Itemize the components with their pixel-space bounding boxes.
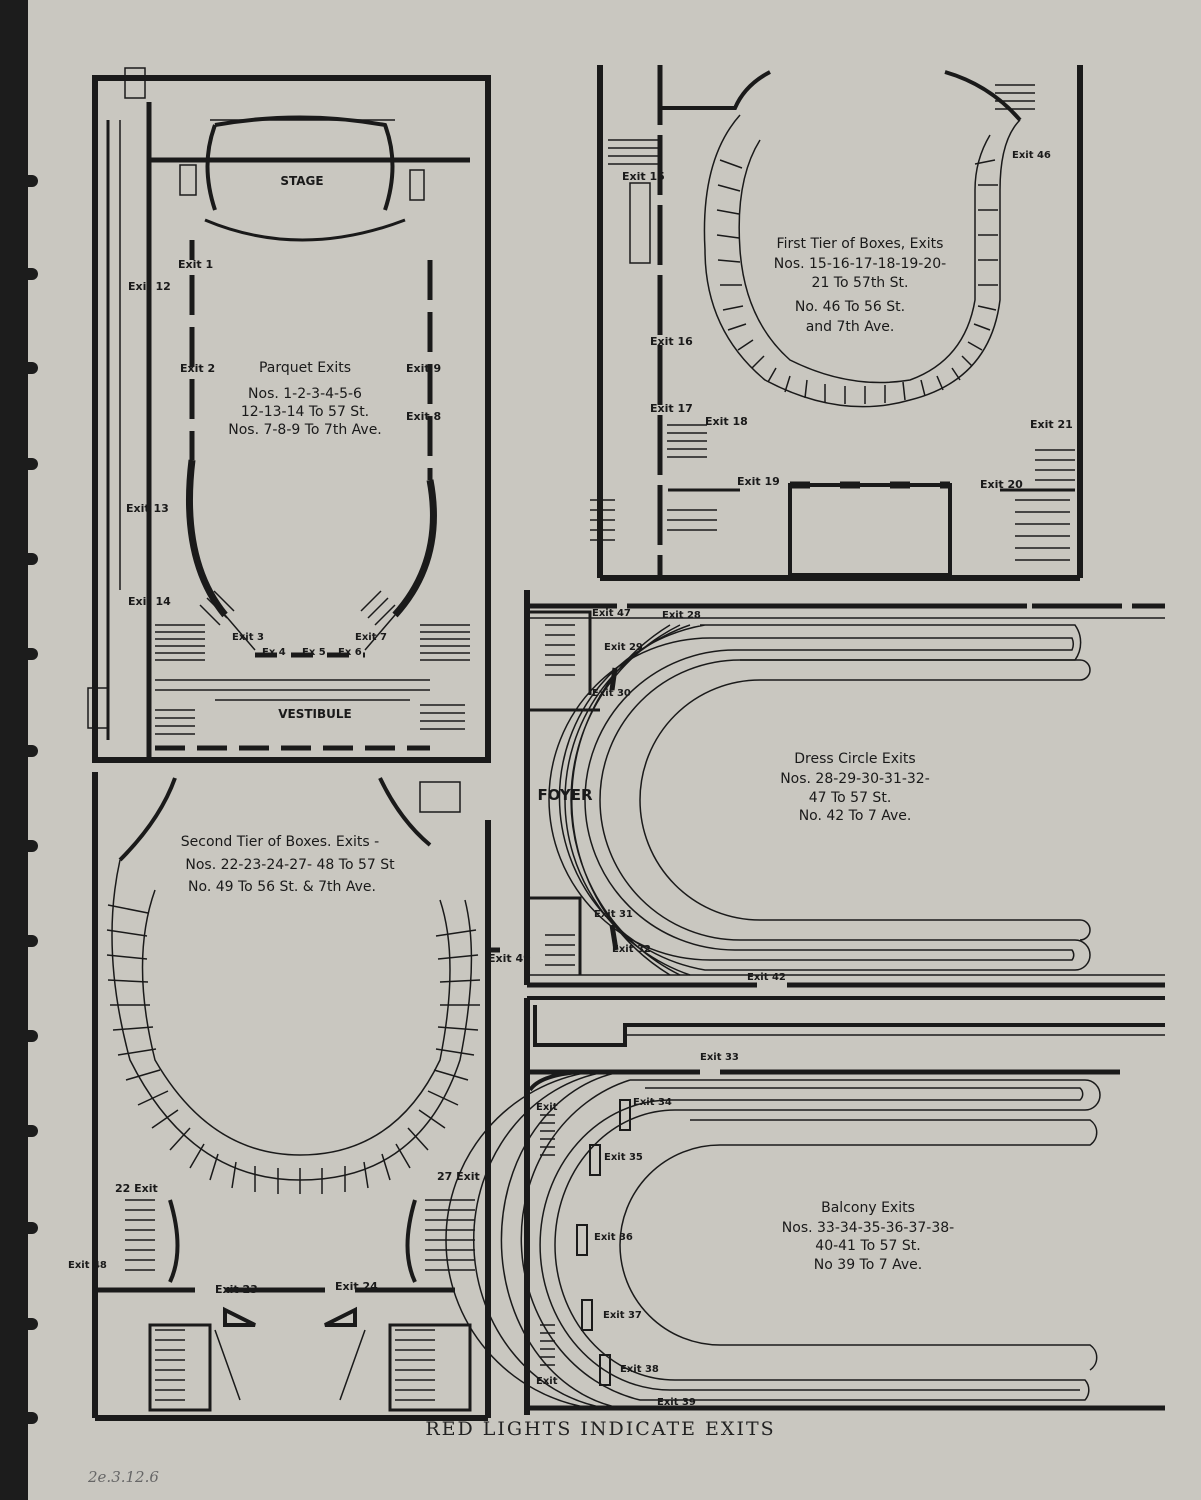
exit-label: Exit 3 bbox=[232, 632, 264, 643]
exit-label: Exit 15 bbox=[622, 170, 665, 183]
exit-label: Exit 49 bbox=[488, 952, 531, 965]
first-tier-title: First Tier of Boxes, Exits bbox=[777, 236, 944, 252]
second-tier-line: Nos. 22-23-24-27- 48 To 57 St bbox=[185, 857, 395, 873]
exit-label: Exit 12 bbox=[128, 280, 171, 293]
dress-circle-line: Nos. 28-29-30-31-32- bbox=[780, 771, 930, 787]
binding-hole bbox=[28, 648, 38, 660]
first-tier-line: 21 To 57th St. bbox=[812, 275, 909, 291]
exit-label: Exit 30 bbox=[592, 688, 631, 699]
exit-label: Exit 23 bbox=[215, 1283, 258, 1296]
exit-label: Exit 20 bbox=[980, 478, 1023, 491]
footer-caption: RED LIGHTS INDICATE EXITS bbox=[425, 1418, 776, 1440]
exit-label: Exit 42 bbox=[747, 972, 786, 983]
exit-label: Exit 38 bbox=[620, 1364, 659, 1375]
dress-circle-plan: FOYER Dress Circle Exits Nos. 28-29-30-3… bbox=[524, 590, 1165, 988]
binding-hole bbox=[28, 935, 38, 947]
balcony-line: No 39 To 7 Ave. bbox=[814, 1257, 922, 1273]
exit-label: Exit 34 bbox=[633, 1097, 672, 1108]
parquet-line: Nos. 7-8-9 To 7th Ave. bbox=[228, 422, 382, 438]
exit-label: Exit bbox=[536, 1376, 558, 1387]
balcony-plan: Balcony Exits Nos. 33-34-35-36-37-38- 40… bbox=[445, 996, 1165, 1415]
binding-hole bbox=[28, 840, 38, 852]
exit-label: Exit 32 bbox=[612, 944, 651, 955]
parquet-plan: STAGE VESTIBULE Parquet Exits Nos. 1-2-3… bbox=[87, 67, 491, 763]
first-tier-plan: First Tier of Boxes, Exits Nos. 15-16-17… bbox=[590, 65, 1083, 581]
parquet-line: 12-13-14 To 57 St. bbox=[241, 404, 369, 420]
binding-hole bbox=[28, 1222, 38, 1234]
exit-label: Exit 47 bbox=[592, 608, 631, 619]
exit-label: Exit 21 bbox=[1030, 418, 1073, 431]
binding-hole bbox=[28, 458, 38, 470]
parquet-title: Parquet Exits bbox=[259, 360, 351, 376]
exit-label: Exit 24 bbox=[335, 1280, 378, 1293]
exit-label: Exit 28 bbox=[662, 610, 701, 621]
balcony-line: 40-41 To 57 St. bbox=[815, 1238, 920, 1254]
dress-circle-line: No. 42 To 7 Ave. bbox=[799, 808, 912, 824]
exit-label: Exit 31 bbox=[594, 909, 633, 920]
dress-circle-line: 47 To 57 St. bbox=[809, 790, 892, 806]
exit-label: Exit 18 bbox=[705, 415, 748, 428]
dress-circle-title: Dress Circle Exits bbox=[794, 751, 915, 767]
catalog-mark: 2e.3.12.6 bbox=[88, 1468, 159, 1486]
exit-label: Exit 13 bbox=[126, 502, 169, 515]
binding-hole bbox=[28, 1125, 38, 1137]
binding-hole bbox=[28, 1318, 38, 1330]
exit-label: Exit 36 bbox=[594, 1232, 633, 1243]
balcony-line: Nos. 33-34-35-36-37-38- bbox=[782, 1220, 954, 1236]
exit-label: Exit 9 bbox=[406, 362, 441, 375]
exit-label: Exit 39 bbox=[657, 1397, 696, 1408]
exit-label: Exit 33 bbox=[700, 1052, 739, 1063]
exit-label: Exit 19 bbox=[737, 475, 780, 488]
exit-label: Exit 14 bbox=[128, 595, 171, 608]
exit-label: Ex 5 bbox=[302, 647, 326, 658]
exit-label: 22 Exit bbox=[115, 1182, 158, 1195]
first-tier-line: and 7th Ave. bbox=[806, 319, 895, 335]
exit-label: Exit 17 bbox=[650, 402, 693, 415]
exit-label: Exit 29 bbox=[604, 642, 643, 653]
exit-label: Exit bbox=[536, 1102, 558, 1113]
vestibule-label: VESTIBULE bbox=[278, 707, 352, 721]
binding-hole bbox=[28, 1030, 38, 1042]
second-tier-title: Second Tier of Boxes. Exits - bbox=[181, 834, 379, 850]
exit-label: Exit 1 bbox=[178, 258, 213, 271]
exit-label: Exit 35 bbox=[604, 1152, 643, 1163]
binding-hole bbox=[28, 745, 38, 757]
exit-label: Exit 2 bbox=[180, 362, 215, 375]
exit-label: Ex 6 bbox=[338, 647, 362, 658]
binding-hole bbox=[28, 362, 38, 374]
binding-hole bbox=[28, 175, 38, 187]
exit-label: Exit 16 bbox=[650, 335, 693, 348]
exit-label: Exit 8 bbox=[406, 410, 441, 423]
parquet-line: Nos. 1-2-3-4-5-6 bbox=[248, 386, 362, 402]
stage-label: STAGE bbox=[280, 174, 323, 188]
exit-label: Exit 48 bbox=[68, 1260, 107, 1271]
balcony-title: Balcony Exits bbox=[821, 1200, 915, 1216]
binding-hole bbox=[28, 1412, 38, 1424]
exit-label: Exit 37 bbox=[603, 1310, 642, 1321]
exit-label: Ex 4 bbox=[262, 647, 286, 658]
second-tier-line: No. 49 To 56 St. & 7th Ave. bbox=[188, 879, 376, 895]
binding-hole bbox=[28, 553, 38, 565]
exit-label: Exit 7 bbox=[355, 632, 387, 643]
first-tier-line: No. 46 To 56 St. bbox=[795, 299, 905, 315]
first-tier-line: Nos. 15-16-17-18-19-20- bbox=[774, 256, 946, 272]
box-partitions bbox=[716, 159, 998, 404]
second-tier-plan: Second Tier of Boxes. Exits - Nos. 22-23… bbox=[68, 772, 531, 1421]
foyer-label: FOYER bbox=[537, 786, 593, 804]
binding-hole bbox=[28, 268, 38, 280]
exit-label: Exit 46 bbox=[1012, 150, 1051, 161]
